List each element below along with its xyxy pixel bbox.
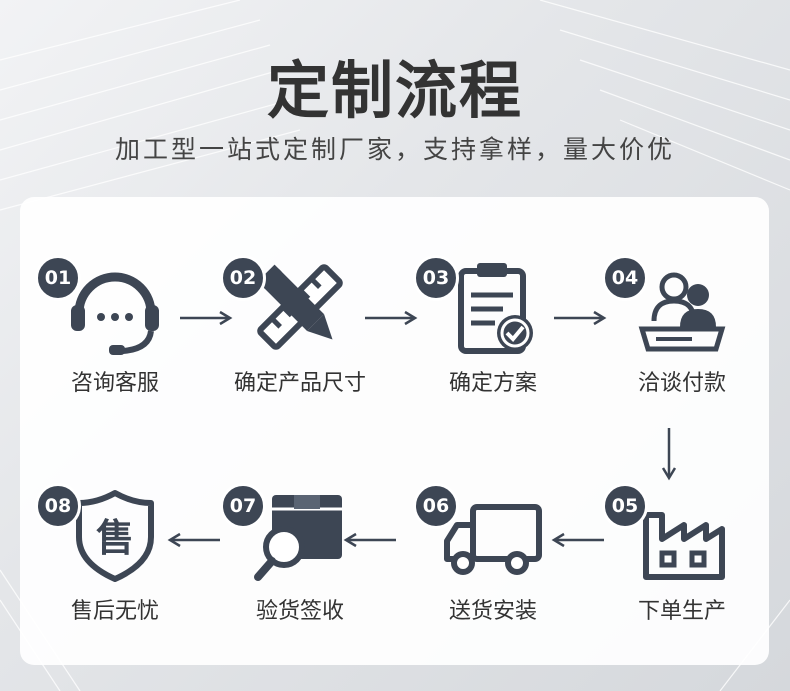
page-title: 定制流程	[266, 54, 523, 127]
pencil-ruler-icon	[250, 257, 350, 357]
step-number-badge: 02	[220, 255, 266, 301]
arrow-right-icon	[365, 310, 418, 326]
step-label: 下单生产	[637, 599, 726, 624]
step-label: 确定产品尺寸	[233, 371, 366, 396]
factory-icon	[632, 485, 732, 585]
step-number-badge: 08	[35, 483, 81, 529]
arrow-left-icon	[167, 532, 220, 548]
arrow-down-icon	[661, 428, 677, 481]
step-label: 售后无忧	[70, 599, 159, 624]
step-number-badge: 05	[602, 483, 648, 529]
page-subtitle: 加工型一站式定制厂家，支持拿样，量大价优	[114, 135, 675, 164]
inspection-box-icon	[250, 485, 350, 585]
delivery-truck-icon	[443, 485, 543, 585]
step-label: 确定方案	[448, 371, 537, 396]
arrow-left-icon	[343, 532, 396, 548]
step-label: 咨询客服	[70, 371, 159, 396]
step-number-badge: 07	[220, 483, 266, 529]
arrow-right-icon	[180, 310, 233, 326]
after-sales-shield-icon: 售	[65, 485, 165, 585]
step-number-badge: 06	[413, 483, 459, 529]
process-card: 01 咨询客服 02 确定产品尺寸	[20, 197, 769, 665]
shield-char: 售	[96, 516, 134, 560]
meeting-icon	[632, 257, 732, 357]
step-label: 验货签收	[255, 599, 344, 624]
step-number-badge: 03	[413, 255, 459, 301]
checklist-document-icon	[443, 257, 543, 357]
headset-icon	[65, 257, 165, 357]
step-number-badge: 04	[602, 255, 648, 301]
arrow-right-icon	[554, 310, 607, 326]
step-label: 送货安装	[448, 599, 537, 624]
arrow-left-icon	[551, 532, 604, 548]
step-label: 洽谈付款	[637, 371, 726, 396]
step-number-badge: 01	[35, 255, 81, 301]
